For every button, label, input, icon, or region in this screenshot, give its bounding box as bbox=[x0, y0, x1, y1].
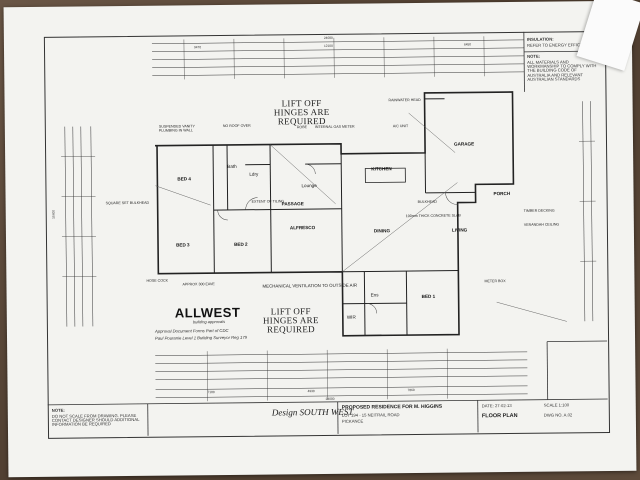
scale-note-body: DO NOT SCALE FROM DRAWING. PLEASE CONTAC… bbox=[51, 412, 140, 428]
materials-note-title: NOTE: bbox=[527, 53, 541, 59]
overall-side-dimension: 15400 bbox=[51, 209, 56, 219]
dimension-5: 4930 bbox=[307, 389, 315, 394]
room-passage: PASSAGE bbox=[281, 201, 304, 207]
approval-line-2: Paul Pouranie Level 1 Building Surveyor … bbox=[155, 334, 248, 341]
floor-plan-drawing bbox=[47, 31, 608, 436]
room-laundry: Ldry bbox=[249, 171, 259, 177]
approx-eave-label: APPROX 300 EAVE bbox=[182, 282, 215, 287]
dimension-4: 7180 bbox=[207, 390, 215, 395]
room-porch: PORCH bbox=[493, 191, 511, 197]
drawing-name: FLOOR PLAN bbox=[481, 412, 518, 420]
room-bed3: BED 3 bbox=[176, 242, 190, 248]
drawing-date: DATE: 27-02-13 bbox=[481, 403, 512, 409]
drawing-scale: SCALE 1:100 bbox=[543, 402, 570, 408]
overall-bottom-dimension: 24080 bbox=[325, 396, 335, 401]
meter-box-label: METER BOX bbox=[484, 279, 506, 284]
square-set-label: SQUARE SET BULKHEAD bbox=[105, 200, 150, 206]
dimension-1: 9470 bbox=[193, 45, 202, 50]
scale-note-title: NOTE: bbox=[51, 407, 65, 413]
room-living: LIVING bbox=[451, 227, 468, 233]
overall-top-dimension: 24080 bbox=[323, 35, 333, 40]
verandah-ceiling-label: VERANDAH CEILING bbox=[523, 222, 560, 227]
room-lounge: Lounge bbox=[301, 183, 317, 189]
dimension-6: 7860 bbox=[407, 388, 415, 393]
lift-off-hinges-note-bottom: LIFT OFF HINGES ARE REQUIRED bbox=[262, 306, 319, 335]
materials-note-body: ALL MATERIALS AND WORKMANSHIP TO COMPLY … bbox=[527, 59, 597, 82]
drawing-sheet: LIFT OFF HINGES ARE REQUIRED LIFT OFF HI… bbox=[3, 0, 640, 478]
hose-cock-label: HOSE COCK bbox=[146, 278, 169, 283]
room-wir: WIR bbox=[346, 314, 356, 320]
room-bed2: BED 2 bbox=[234, 241, 248, 247]
project-suburb: PICKANCE bbox=[341, 418, 364, 424]
rainwater-head-label: RAINWATER HEAD bbox=[388, 97, 421, 103]
room-garage: GARAGE bbox=[453, 141, 475, 147]
no-roof-label: NO ROOF OVER bbox=[222, 123, 251, 129]
ac-unit-label: A/C UNIT bbox=[392, 124, 409, 129]
concrete-slab-label: 100mm THICK CONCRETE SLAB bbox=[405, 213, 461, 219]
insulation-title: INSULATION: bbox=[526, 36, 554, 42]
bulkhead-label: BULKHEAD bbox=[417, 199, 438, 204]
robe-label: ROBE bbox=[296, 125, 308, 130]
suspended-vanity-label: SUSPENDED VANITY PLUMBING IN WALL bbox=[158, 124, 195, 133]
project-title: PROPOSED RESIDENCE FOR M. HIGGINS bbox=[341, 403, 443, 411]
room-bed4: BED 4 bbox=[177, 176, 191, 182]
dimension-2: 12100 bbox=[323, 43, 333, 48]
allwest-logo: ALLWEST bbox=[174, 304, 241, 321]
approval-line-1: Approval Document Forms Part of CDC bbox=[154, 327, 229, 334]
room-alfresco: ALFRESCO bbox=[289, 225, 316, 231]
dimension-3: 6450 bbox=[463, 42, 472, 47]
drawing-number: DWG NO. A.02 bbox=[543, 412, 573, 418]
room-dining: DINING bbox=[373, 228, 391, 234]
room-ensuite: Ens bbox=[370, 292, 379, 298]
project-address: LOT 194 - 15 NEITRAIL ROAD bbox=[341, 412, 400, 418]
allwest-tagline: building approvals bbox=[192, 318, 226, 325]
gas-meter-label: INTERNAL GAS METER bbox=[314, 124, 355, 130]
extent-tiling-label: EXTENT OF TILING bbox=[251, 199, 285, 204]
room-bath: Bath bbox=[227, 163, 237, 169]
room-bed1: BED 1 bbox=[421, 293, 436, 299]
room-kitchen: KITCHEN bbox=[371, 166, 392, 172]
timber-decking-label: TIMBER DECKING bbox=[523, 208, 555, 213]
lift-off-hinges-note-top: LIFT OFF HINGES ARE REQUIRED bbox=[273, 97, 330, 127]
